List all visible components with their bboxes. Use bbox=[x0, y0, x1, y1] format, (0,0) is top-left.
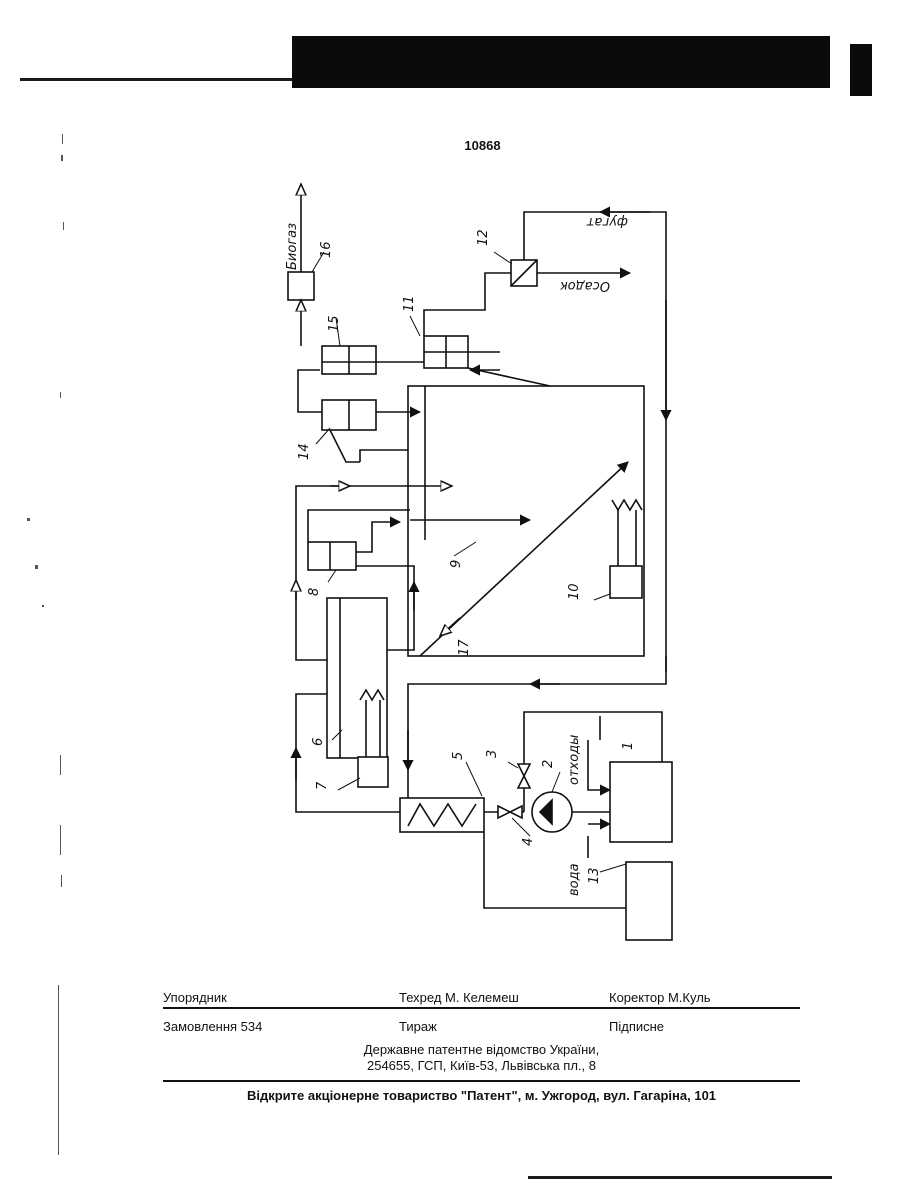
subscription: Підписне bbox=[609, 1019, 664, 1034]
imprint-row-2: Замовлення 534 Тираж Підписне bbox=[163, 1019, 800, 1035]
corrector: Коректор М.Куль bbox=[609, 990, 711, 1005]
label-otkhody: отходы bbox=[567, 735, 582, 785]
compiler: Упорядник bbox=[163, 990, 227, 1005]
tech-editor: Техред М. Келемеш bbox=[399, 990, 519, 1005]
tank-1 bbox=[610, 762, 672, 842]
number-15: 15 bbox=[327, 315, 342, 332]
number-14: 14 bbox=[297, 443, 312, 460]
number-11: 11 bbox=[402, 295, 417, 312]
heater-7 bbox=[358, 757, 388, 787]
valve-3 bbox=[518, 764, 530, 776]
label-fugat: фугат bbox=[586, 214, 628, 229]
number-4: 4 bbox=[521, 838, 536, 846]
valve-4 bbox=[498, 806, 510, 818]
unit-16 bbox=[288, 272, 314, 300]
number-8: 8 bbox=[307, 588, 322, 596]
number-16: 16 bbox=[319, 241, 334, 258]
print-run: Тираж bbox=[399, 1019, 437, 1034]
bottom-rule bbox=[528, 1176, 832, 1179]
office-address-line-2: 254655, ГСП, Київ-53, Львівська пл., 8 bbox=[163, 1058, 800, 1074]
number-17: 17 bbox=[457, 639, 472, 656]
number-12: 12 bbox=[476, 229, 491, 246]
tank-13 bbox=[626, 862, 672, 940]
heater-10 bbox=[610, 566, 642, 598]
number-6: 6 bbox=[311, 738, 326, 746]
number-2: 2 bbox=[541, 760, 556, 768]
valve-3-b bbox=[518, 776, 530, 788]
office-address-line-1: Державне патентне відомство України, bbox=[163, 1042, 800, 1058]
tank-6 bbox=[327, 598, 387, 758]
unit-8 bbox=[308, 542, 356, 570]
digester-9 bbox=[408, 386, 644, 656]
number-1: 1 bbox=[621, 742, 636, 750]
number-9: 9 bbox=[449, 560, 464, 568]
label-biogas: Биогаз bbox=[285, 223, 300, 270]
number-3: 3 bbox=[485, 750, 500, 758]
order-number: Замовлення 534 bbox=[163, 1019, 262, 1034]
heat-exchanger-5 bbox=[400, 798, 484, 832]
imprint-row-1: Упорядник Техред М. Келемеш Коректор М.К… bbox=[163, 990, 800, 1006]
number-13: 13 bbox=[587, 867, 602, 884]
imprint-divider-2 bbox=[163, 1080, 800, 1082]
number-7: 7 bbox=[315, 781, 330, 790]
label-voda: вода bbox=[567, 863, 582, 896]
imprint-divider-1 bbox=[163, 1007, 800, 1009]
number-10: 10 bbox=[567, 583, 582, 600]
publisher-footer: Відкрите акціонерне товариство "Патент",… bbox=[163, 1088, 800, 1103]
valve-4-b bbox=[510, 806, 522, 818]
number-5: 5 bbox=[451, 752, 466, 760]
label-osadok: Осадок bbox=[560, 278, 610, 293]
